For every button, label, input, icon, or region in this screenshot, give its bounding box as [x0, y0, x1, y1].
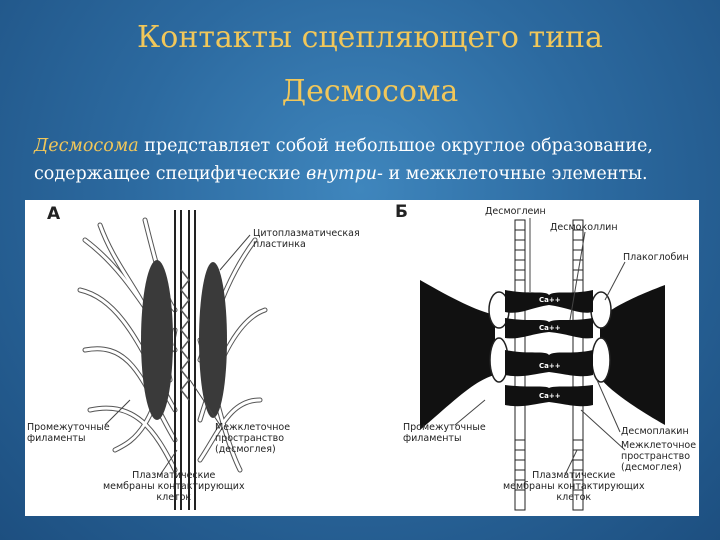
label-desmoplakin: Десмоплакин: [621, 426, 689, 437]
desmosome-illustration: [77, 210, 665, 511]
panel-b-drawing: [420, 218, 665, 511]
description-part3: и межклеточные элементы.: [382, 164, 648, 184]
label-desmocollin: Десмоколлин: [550, 222, 618, 233]
label-a-intercellular-space: Межклеточное пространство (десмоглея): [215, 422, 291, 455]
description-text: Десмосома представляет собой небольшое о…: [34, 132, 714, 188]
label-b-intercellular-space: Межклеточное пространство (десмоглея): [621, 440, 697, 473]
label-cytoplasmic-plate: Цитоплазматическая пластинка: [253, 228, 360, 250]
panel-a-letter: А: [47, 204, 61, 224]
calcium-label: Ca++: [539, 392, 561, 400]
description-part1: представляет собой небольшое округлое об…: [138, 136, 653, 156]
label-a-membranes: Плазматические мембраны контактирующих к…: [103, 470, 245, 503]
label-b-filaments: Промежуточные филаменты: [403, 422, 486, 444]
calcium-label: Ca++: [539, 296, 561, 304]
description-part2: содержащее специфические: [34, 164, 307, 184]
label-desmoglein: Десмоглеин: [485, 206, 546, 217]
calcium-label: Ca++: [539, 324, 561, 332]
label-a-filaments: Промежуточные филаменты: [27, 422, 110, 444]
panel-b-letter: Б: [395, 202, 408, 222]
panel-a-drawing: [77, 210, 268, 510]
description-term: Десмосома: [34, 136, 139, 156]
slide-title: Контакты сцепляющего типа: [137, 20, 603, 55]
label-b-membranes: Плазматические мембраны контактирующих к…: [503, 470, 645, 503]
desmosome-figure: А Б Цитоплазматическая пластинка Промежу…: [25, 200, 699, 516]
label-plakoglobin: Плакоглобин: [623, 252, 689, 263]
slide-subtitle: Десмосома: [281, 74, 459, 109]
calcium-label: Ca++: [539, 362, 561, 370]
description-italic: внутри-: [306, 164, 383, 184]
